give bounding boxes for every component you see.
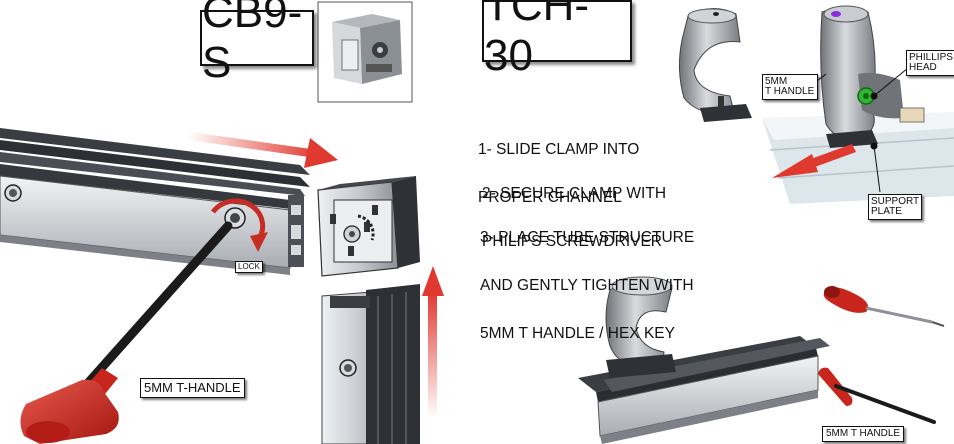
phillips-screwdriver: [823, 286, 945, 327]
lock-label: LOCK: [235, 261, 263, 273]
t-handle-tool-right: [818, 367, 936, 424]
t-handle-label-left-text: 5MM T-HANDLE: [144, 380, 241, 395]
step-3-line-1: 3- PLACE TUBE STRUCTURE: [480, 229, 695, 246]
step-2: 2- SECURE CLAMP WITH PHILIPS SCREWDRIVER: [482, 154, 666, 282]
lock-label-text: LOCK: [238, 262, 260, 271]
callout-5mm-line2: T HANDLE: [765, 86, 815, 97]
step-3: 3- PLACE TUBE STRUCTURE AND GENTLY TIGHT…: [480, 198, 694, 374]
callout-phillips-line2: HEAD: [909, 62, 937, 73]
t-handle-label-left: 5MM T-HANDLE: [140, 378, 245, 398]
product-code-cb9s-text: CB9-S: [202, 0, 303, 87]
slide-arrow-right: [188, 132, 338, 168]
cb9s-product-thumbnail: [317, 1, 413, 103]
step-2-line-1: 2- SECURE CLAMP WITH: [482, 185, 667, 202]
horizontal-profile: [0, 128, 310, 275]
rotation-arrow-head: [250, 232, 268, 252]
callout-5mm-t-handle: 5MM T HANDLE: [762, 74, 818, 100]
step-3-line-2: AND GENTLY TIGHTEN WITH: [480, 277, 694, 294]
slide-arrow-up: [422, 266, 444, 418]
rail-with-clamp: [578, 276, 830, 444]
push-arrow-detail: [772, 144, 856, 178]
screw-left: [4, 184, 22, 202]
vertical-profile: [321, 284, 420, 444]
step-1: 1- SLIDE CLAMP INTO PROPER CHANNEL: [478, 110, 639, 238]
step-1-line-1: 1- SLIDE CLAMP INTO: [478, 141, 640, 158]
product-code-tch30-text: TCH-30: [484, 0, 590, 80]
callout-support-line1: SUPPORT: [871, 196, 920, 207]
rotation-arrow: [210, 198, 266, 242]
step-3-line-3: 5MM T HANDLE / HEX KEY: [480, 325, 675, 342]
step-2-line-2: PHILIPS SCREWDRIVER: [482, 233, 663, 250]
t-handle-label-right-text: 5MM T HANDLE: [826, 428, 901, 439]
product-code-cb9s: CB9-S: [200, 0, 314, 87]
callout-support-plate: SUPPORT PLATE: [868, 194, 922, 220]
callout-5mm-line1: 5MM: [765, 76, 788, 87]
step-1-line-2: PROPER CHANNEL: [478, 189, 622, 206]
callout-phillips-head: PHILLIPS HEAD: [906, 50, 954, 76]
product-code-tch30: TCH-30: [482, 0, 632, 80]
tch30-clamp-photo: [678, 8, 752, 122]
cb9s-connector-block: [317, 176, 420, 277]
clamp-detail-illustration: [762, 5, 954, 204]
t-handle-label-right: 5MM T HANDLE: [822, 426, 905, 442]
callout-support-line2: PLATE: [871, 206, 902, 217]
t-handle-tool-left: [20, 221, 233, 444]
callout-phillips-line1: PHILLIPS: [909, 52, 953, 63]
